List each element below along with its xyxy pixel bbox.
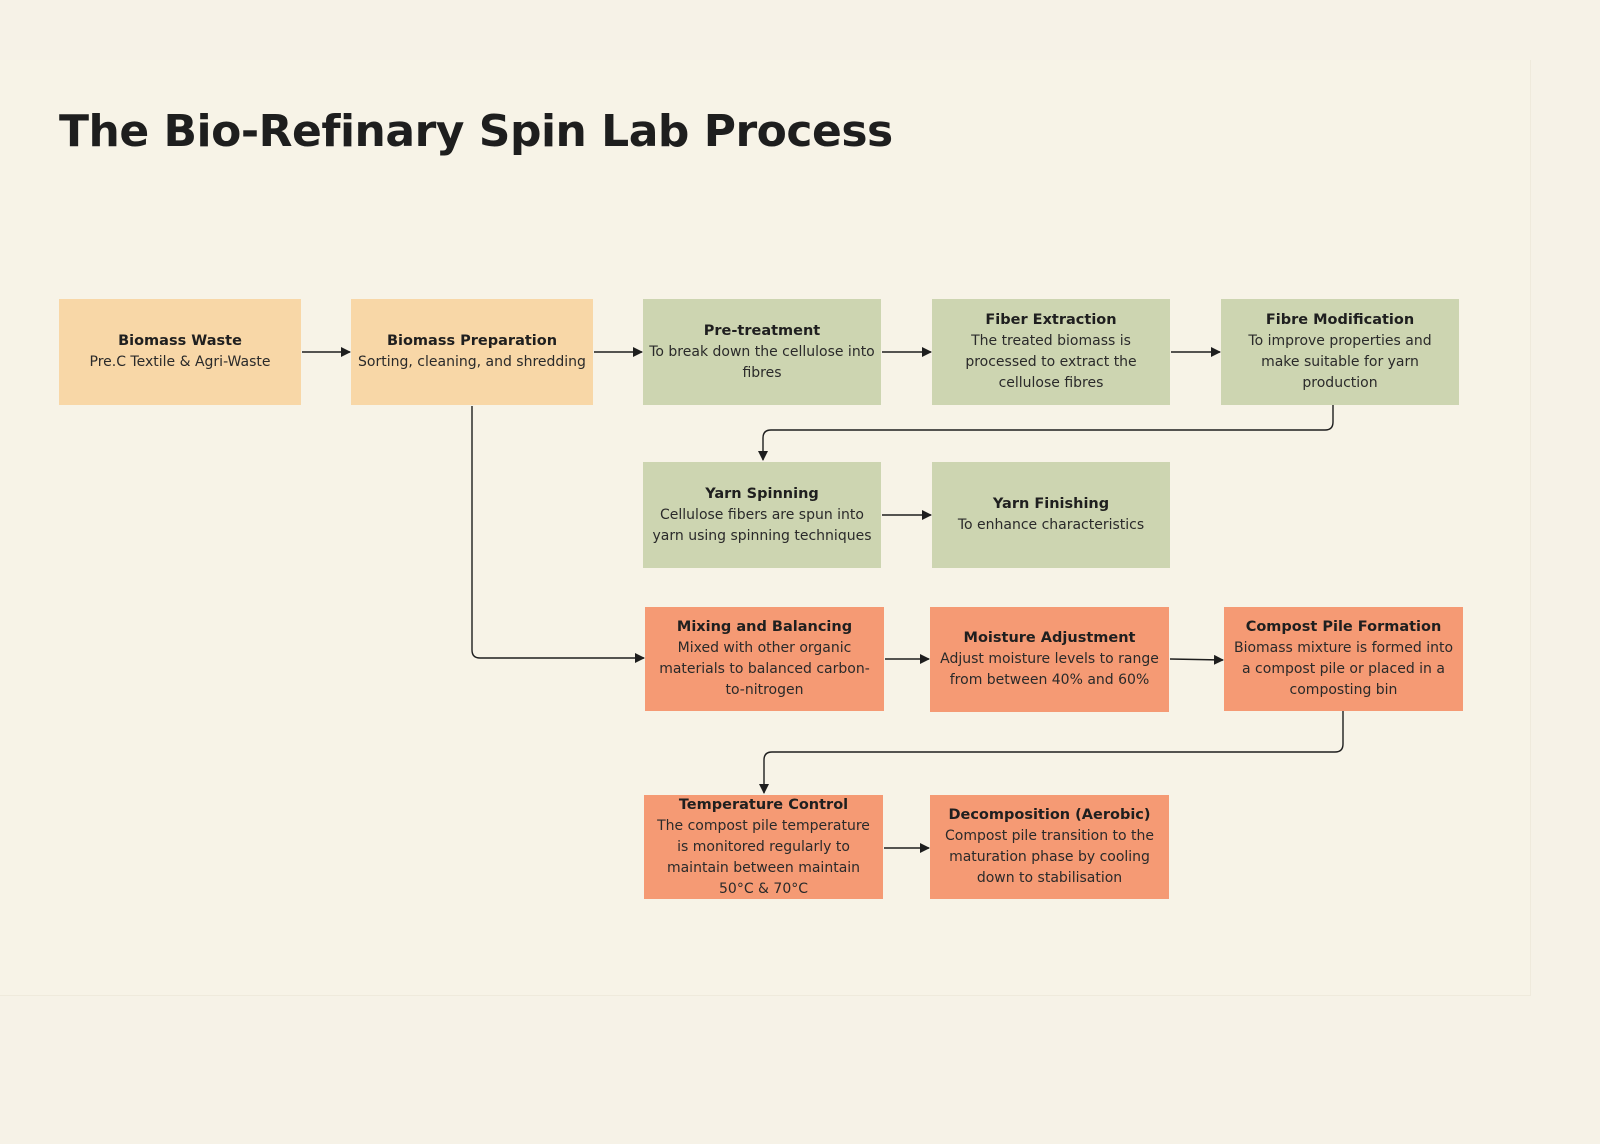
node-title: Yarn Finishing <box>992 496 1110 512</box>
node-temperature-control: Temperature Control The compost pile tem… <box>644 795 883 899</box>
node-decomposition-aerobic: Decomposition (Aerobic) Compost pile tra… <box>930 795 1169 899</box>
node-description: The treated biomass is processed to extr… <box>965 333 1137 391</box>
node-description: Cellulose fibers are spun into yarn usin… <box>652 506 872 544</box>
node-description: To improve properties and make suitable … <box>1248 333 1432 391</box>
node-biomass-waste: Biomass Waste Pre.C Textile & Agri-Waste <box>59 299 301 405</box>
page-title: The Bio-Refinary Spin Lab Process <box>59 106 893 157</box>
node-title: Pre-treatment <box>703 322 821 339</box>
node-description: The compost pile temperature is monitore… <box>657 817 870 897</box>
node-moisture-adjustment: Moisture Adjustment Adjust moisture leve… <box>930 607 1169 712</box>
node-title: Biomass Waste <box>118 333 242 349</box>
node-mixing-and-balancing: Mixing and Balancing Mixed with other or… <box>645 607 884 711</box>
node-fibre-modification: Fibre Modification To improve properties… <box>1221 299 1459 405</box>
node-title: Decomposition (Aerobic) <box>948 807 1151 823</box>
node-description: Biomass mixture is formed into a compost… <box>1233 640 1454 698</box>
node-title: Temperature Control <box>678 796 849 813</box>
node-description: Mixed with other organic materials to ba… <box>659 640 870 698</box>
node-description: To enhance characteristics <box>957 517 1145 533</box>
node-fiber-extraction: Fiber Extraction The treated biomass is … <box>932 299 1170 405</box>
node-description: Sorting, cleaning, and shredding <box>358 354 586 370</box>
node-title: Fiber Extraction <box>985 312 1117 328</box>
node-pre-treatment: Pre-treatment To break down the cellulos… <box>643 299 881 405</box>
node-description: To break down the cellulose into fibres <box>649 343 875 381</box>
node-biomass-preparation: Biomass Preparation Sorting, cleaning, a… <box>351 299 593 405</box>
node-compost-pile-formation: Compost Pile Formation Biomass mixture i… <box>1224 607 1463 711</box>
node-yarn-spinning: Yarn Spinning Cellulose fibers are spun … <box>643 462 881 568</box>
node-title: Fibre Modification <box>1265 312 1415 328</box>
node-description: Pre.C Textile & Agri-Waste <box>89 354 271 370</box>
node-description: Adjust moisture levels to range from bet… <box>940 651 1159 688</box>
node-title: Biomass Preparation <box>386 333 558 349</box>
node-yarn-finishing: Yarn Finishing To enhance characteristic… <box>932 462 1170 568</box>
node-description: Compost pile transition to the maturatio… <box>944 828 1155 886</box>
node-title: Yarn Spinning <box>705 485 819 502</box>
node-title: Mixing and Balancing <box>676 619 853 635</box>
node-title: Moisture Adjustment <box>963 630 1136 646</box>
node-title: Compost Pile Formation <box>1245 619 1442 635</box>
